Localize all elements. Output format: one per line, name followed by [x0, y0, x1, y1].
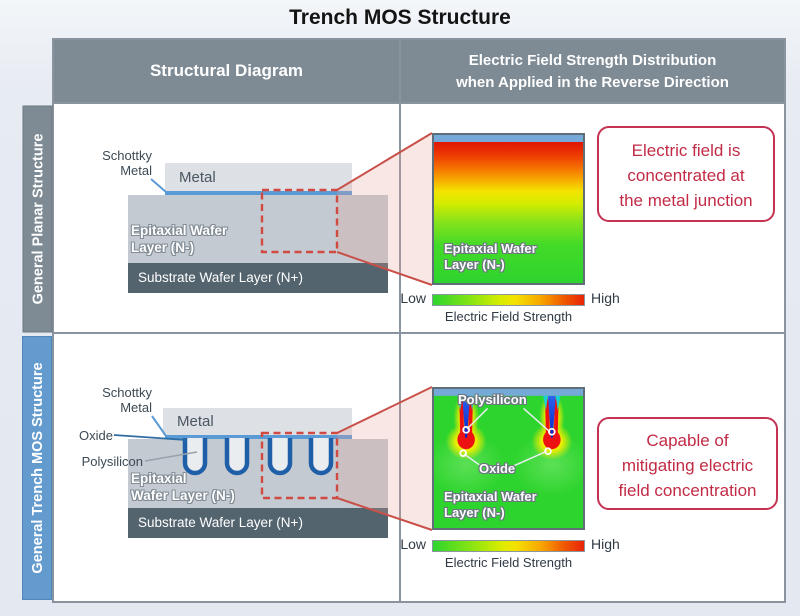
map-epitaxial-label: Epitaxial Wafer Layer (N-)	[444, 241, 537, 272]
metal-label: Metal	[179, 169, 216, 186]
substrate-wafer-layer: Substrate Wafer Layer (N+)	[128, 263, 388, 293]
epitaxial-label: Epitaxial Wafer Layer (N-)	[131, 223, 228, 255]
trench-feature	[531, 391, 573, 460]
marker-ring	[544, 447, 552, 456]
column-header-field-distribution: Electric Field Strength Distribution whe…	[399, 38, 786, 104]
row-divider	[52, 332, 786, 334]
schottky-metal-layer	[165, 191, 352, 195]
oxide-label: Oxide	[79, 428, 113, 443]
map-polysilicon-label: Polysilicon	[458, 392, 527, 407]
epitaxial-label: Epitaxial Wafer Layer (N-)	[131, 471, 235, 503]
marker-ring	[462, 426, 470, 434]
polysilicon-pointer-line	[523, 407, 551, 433]
legend-high-label: High	[591, 536, 620, 552]
metal-label: Metal	[177, 413, 214, 430]
metal-block: Metal	[163, 408, 352, 435]
polysilicon-pointer-line	[466, 407, 489, 430]
field-map-trench: Polysilicon Oxide Epitaxial Wafer Layer …	[432, 387, 585, 530]
schottky-metal-label: Schottky Metal	[102, 385, 152, 415]
callout-electric-field-concentrated: Electric field is concentrated at the me…	[597, 126, 775, 222]
figure-title: Trench MOS Structure	[289, 6, 511, 29]
substrate-label: Substrate Wafer Layer (N+)	[138, 270, 303, 285]
row-label-general-planar-structure: General Planar Structure	[22, 105, 53, 333]
legend-caption: Electric Field Strength	[444, 555, 573, 570]
callout-mitigating-concentration: Capable of mitigating electric field con…	[597, 417, 778, 510]
oxide-pointer-line	[463, 453, 482, 467]
field-map-planar: Epitaxial Wafer Layer (N-)	[432, 133, 585, 285]
column-divider	[399, 38, 401, 603]
polysilicon-label: Polysilicon	[81, 454, 143, 469]
substrate-label: Substrate Wafer Layer (N+)	[138, 515, 303, 530]
marker-ring	[459, 449, 468, 457]
substrate-wafer-layer: Substrate Wafer Layer (N+)	[128, 508, 388, 538]
epitaxial-wafer-layer	[128, 439, 388, 508]
map-epitaxial-label: Epitaxial Wafer Layer (N-)	[444, 489, 537, 520]
map-oxide-label: Oxide	[479, 461, 516, 476]
schottky-metal-layer	[165, 435, 352, 439]
oxide-pointer-line	[513, 450, 548, 467]
schottky-metal-label: Schottky Metal	[102, 148, 152, 178]
legend-high-label: High	[591, 290, 620, 306]
field-strength-colorbar	[432, 540, 585, 552]
legend-caption: Electric Field Strength	[444, 309, 573, 324]
marker-ring	[548, 427, 556, 436]
metal-block: Metal	[165, 163, 352, 192]
legend-low-label: Low	[400, 290, 426, 306]
column-header-structural-diagram: Structural Diagram	[52, 38, 401, 104]
trench-field-simulation	[434, 389, 583, 528]
legend-low-label: Low	[400, 536, 426, 552]
field-strength-colorbar	[432, 294, 585, 306]
trench-feature	[445, 391, 487, 460]
